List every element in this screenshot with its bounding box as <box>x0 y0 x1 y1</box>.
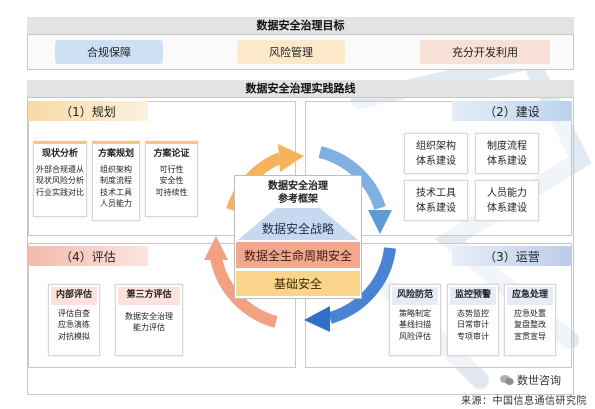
card-head: 第三方评估 <box>118 287 180 305</box>
card-head: 现状分析 <box>41 149 78 159</box>
card-line: 态势监控 <box>457 308 489 318</box>
roadmap-frame <box>27 97 574 395</box>
framework-strategy: 数据安全战略 <box>261 221 334 236</box>
card-line: 制度流程 <box>100 176 132 185</box>
card-line: 评估自查 <box>58 308 90 318</box>
operation-card-emergency: 应急处理 应急处置 复盘整改 宣贯宣导 <box>504 284 556 356</box>
card-line: 可行性 <box>159 164 184 174</box>
card-line: 技术工具 <box>100 187 132 197</box>
brand-name: 数世咨询 <box>517 374 561 387</box>
card-line: 人员能力 <box>487 187 527 199</box>
construction-card-org: 组织架构 体系建设 <box>404 133 468 174</box>
brand-mark: 数世咨询 <box>500 372 561 388</box>
card-line: 人员能力 <box>100 199 132 208</box>
card-line: 组织架构 <box>100 164 132 174</box>
cycle-arrow-operate-to-assess <box>328 247 396 324</box>
card-line: 组织架构 <box>416 140 456 152</box>
card-line: 行业实践对比 <box>36 187 84 197</box>
framework-lifecycle: 数据全生命周期安全 <box>236 242 360 268</box>
card-line: 应急演练 <box>58 320 90 329</box>
card-line: 数据安全治理 <box>125 311 173 321</box>
operation-card-monitoring: 监控预警 态势监控 日常审计 专项审计 <box>447 284 499 356</box>
phase1-title: （1）规划 <box>28 101 148 121</box>
framework-base: 基础安全 <box>236 271 360 296</box>
card-head: 内部评估 <box>51 287 97 305</box>
card-line: 基线扫描 <box>399 320 431 329</box>
card-head: 方案规划 <box>97 149 134 159</box>
card-line: 对抗模拟 <box>58 331 90 341</box>
framework-title: 数据安全治理 参考框架 <box>234 180 362 206</box>
card-line: 风险评估 <box>399 331 431 341</box>
card-line: 策略制定 <box>399 308 431 318</box>
brand-icon <box>500 374 514 386</box>
card-head: 应急处理 <box>507 287 553 305</box>
phase3-title: （3）运营 <box>452 246 572 266</box>
card-line: 制度流程 <box>487 140 527 152</box>
construction-card-tools: 技术工具 体系建设 <box>404 180 468 221</box>
card-head: 方案论证 <box>153 149 190 159</box>
assessment-card-internal: 内部评估 评估自查 应急演练 对抗模拟 <box>48 284 100 356</box>
assessment-card-third-party: 第三方评估 数据安全治理 能力评估 <box>115 284 183 356</box>
card-line: 复盘整改 <box>514 320 546 329</box>
card-line: 日常审计 <box>457 320 489 329</box>
card-line: 专项审计 <box>457 331 489 341</box>
phase4-title: （4）评估 <box>28 246 148 266</box>
planning-card-verification: 方案论证 可行性 安全性 可持续性 <box>145 141 198 217</box>
construction-card-people: 人员能力 体系建设 <box>475 180 539 221</box>
card-head: 风险防范 <box>392 287 438 305</box>
card-line: 应急处置 <box>514 308 546 318</box>
cycle-arrowhead-assess <box>204 236 228 260</box>
goal-full-utilization: 充分开发利用 <box>420 40 550 64</box>
cycle-arrowhead-build <box>368 210 392 234</box>
card-line: 体系建设 <box>416 155 456 167</box>
card-line: 体系建设 <box>487 155 527 167</box>
card-line: 能力评估 <box>133 323 165 332</box>
cycle-arrow-build-to-operate <box>318 146 386 210</box>
goal-compliance: 合规保障 <box>55 40 163 64</box>
card-head: 监控预警 <box>450 287 496 305</box>
operation-card-risk-prevention: 风险防范 策略制定 基线扫描 风险评估 <box>389 284 441 356</box>
goal-risk-management: 风险管理 <box>237 40 345 64</box>
roadmap-title: 数据安全治理实践路线 <box>27 80 574 97</box>
planning-card-plan: 方案规划 组织架构 制度流程 技术工具 人员能力 <box>92 141 140 221</box>
framework-pyramid-top <box>238 208 358 240</box>
cycle-arrowhead-plan <box>278 144 304 172</box>
card-line: 安全性 <box>159 176 184 185</box>
construction-card-process: 制度流程 体系建设 <box>475 133 539 174</box>
phase2-title: （2）建设 <box>452 101 572 121</box>
card-line: 体系建设 <box>416 202 456 214</box>
framework-title-line2: 参考框架 <box>278 194 318 205</box>
card-line: 体系建设 <box>487 202 527 214</box>
card-line: 技术工具 <box>416 187 456 199</box>
card-line: 宣贯宣导 <box>514 331 546 341</box>
planning-card-status-analysis: 现状分析 外部合规遵从 现状风险分析 行业实践对比 <box>33 141 87 217</box>
card-line: 可持续性 <box>155 187 188 197</box>
cycle-arrowhead-operate <box>304 306 330 332</box>
goals-title: 数据安全治理目标 <box>27 17 574 34</box>
source-note: 来源：中国信息通信研究院 <box>461 396 587 407</box>
card-line: 现状风险分析 <box>36 176 84 185</box>
card-line: 外部合规遵从 <box>36 164 84 174</box>
framework-title-line1: 数据安全治理 <box>268 181 328 192</box>
